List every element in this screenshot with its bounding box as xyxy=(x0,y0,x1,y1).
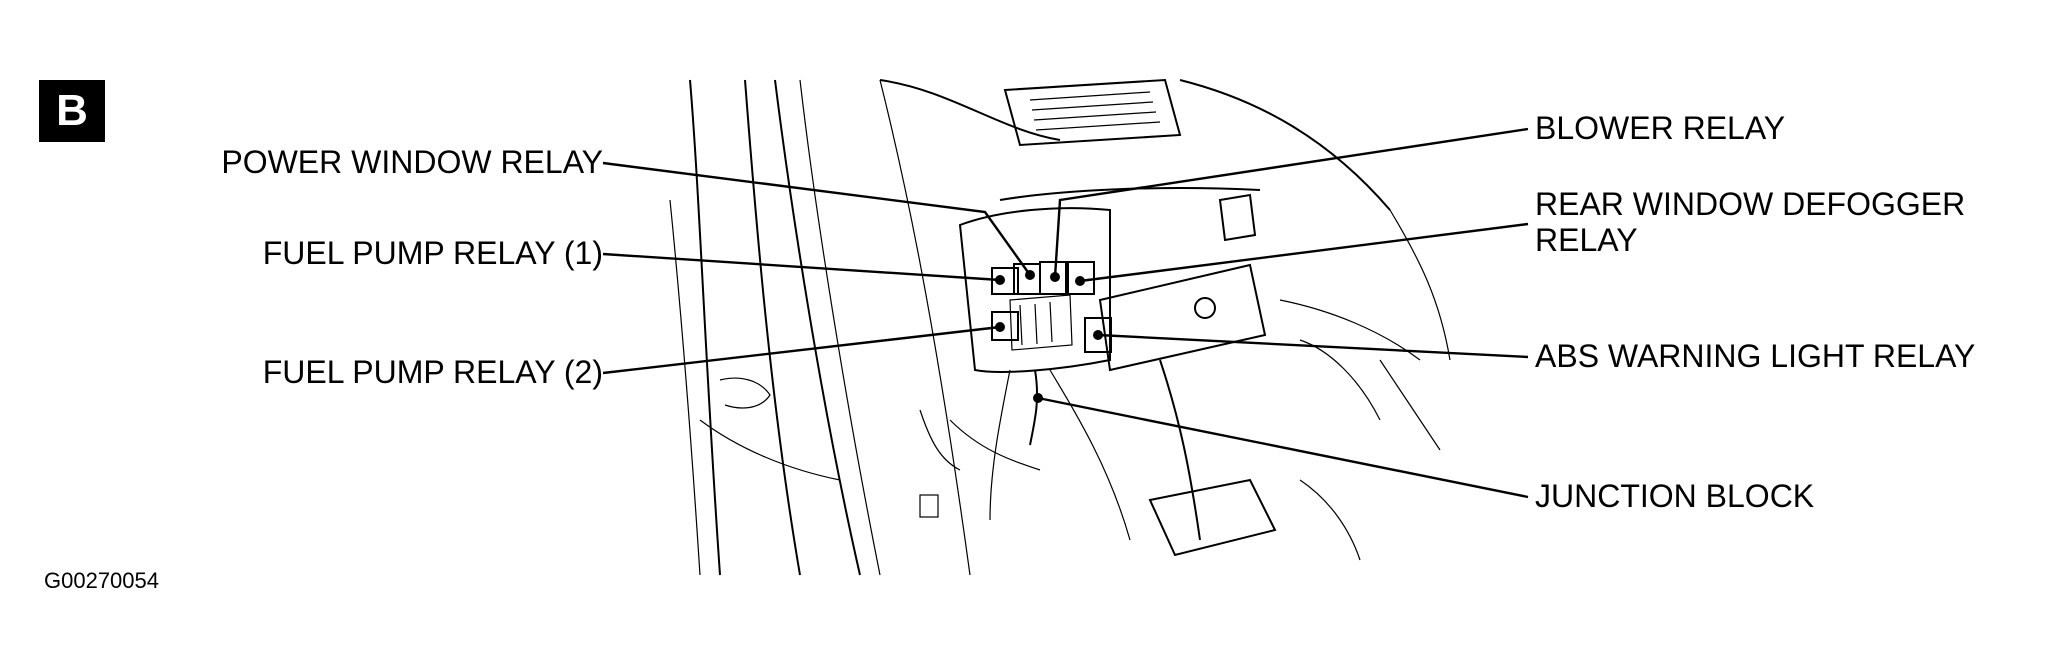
leader-endpoints xyxy=(995,270,1103,403)
leader-junction-block xyxy=(1037,396,1529,499)
callout-fuel-pump-relay-1: FUEL PUMP RELAY (1) xyxy=(262,235,603,271)
a-pillar-outline xyxy=(669,79,971,576)
callout-blower-relay: BLOWER RELAY xyxy=(1535,110,1786,146)
dashboard-contour xyxy=(879,79,1451,361)
air-vent xyxy=(1003,78,1182,147)
callout-rear-window-defogger-relay-line2: RELAY xyxy=(1535,222,1638,258)
leader-abs-warning-light-relay xyxy=(1097,333,1529,359)
callout-rear-window-defogger-relay-line1: REAR WINDOW DEFOGGER xyxy=(1535,186,1966,222)
leader-blower-relay xyxy=(1053,127,1529,278)
callout-power-window-relay: POWER WINDOW RELAY xyxy=(221,144,603,180)
callout-junction-block: JUNCTION BLOCK xyxy=(1535,478,1815,514)
leader-power-window-relay xyxy=(602,161,1031,276)
figure-id: G00270054 xyxy=(44,568,159,593)
callout-fuel-pump-relay-2: FUEL PUMP RELAY (2) xyxy=(262,354,603,390)
leader-rear-window-defogger-relay xyxy=(1079,222,1529,283)
interior-details xyxy=(699,377,1041,518)
callout-abs-warning-light-relay: ABS WARNING LIGHT RELAY xyxy=(1535,338,1976,374)
leader-fuel-pump-relay-2 xyxy=(602,325,1001,375)
lower-dash-panel xyxy=(1049,193,1441,561)
callout-rear-window-defogger-relay: REAR WINDOW DEFOGGER RELAY xyxy=(1535,186,1965,258)
leader-lines xyxy=(602,127,1529,499)
leader-fuel-pump-relay-1 xyxy=(602,252,1001,282)
junction-block-housing xyxy=(958,207,1111,521)
panel-label-badge: B xyxy=(39,80,105,142)
